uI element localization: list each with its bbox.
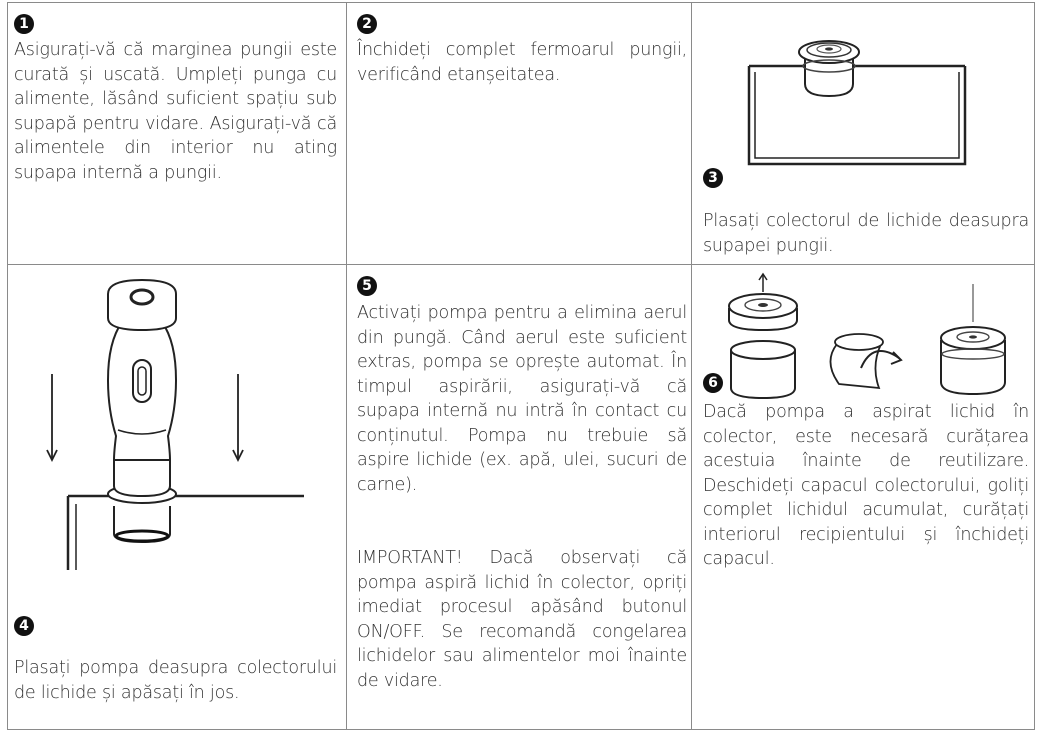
step-6-number: 6 xyxy=(703,373,723,393)
step-6-text: Dacă pompa a aspirat lichid în colector,… xyxy=(703,402,1029,569)
grid-line xyxy=(1034,2,1035,730)
collector-cleaning-illustration xyxy=(728,272,1006,400)
step-4-number: 4 xyxy=(14,616,34,636)
pump-on-collector-illustration xyxy=(46,278,304,570)
step-2-number: 2 xyxy=(357,14,377,34)
grid-line xyxy=(7,2,8,730)
step-5-important-text: IMPORTANT! Dacă observați că pompa aspir… xyxy=(357,548,687,691)
step-2-cell: 2 Închideți complet fermoarul pungii, ve… xyxy=(346,2,691,264)
grid-line xyxy=(7,264,1035,265)
step-5-text: Activați pompa pentru a elimina aerul di… xyxy=(357,303,687,495)
step-4-text: Plasați pompa deasupra colectorului de l… xyxy=(14,658,337,703)
step-3-text: Plasați colectorul de lichide deasupra s… xyxy=(703,211,1029,256)
step-5-number: 5 xyxy=(357,276,377,296)
instruction-grid: 1 Asigurați-vă că marginea pungii este c… xyxy=(7,2,1035,730)
step-4-cell: 4 Plasați pompa deasupra colectorului de… xyxy=(7,264,346,729)
step-3-cell: 3 Plasați colectorul de lichide deasupra… xyxy=(691,2,1034,264)
grid-line xyxy=(346,2,347,730)
step-5-cell: 5 Activați pompa pentru a elimina aerul … xyxy=(346,264,691,729)
grid-line xyxy=(7,2,1035,3)
step-1-cell: 1 Asigurați-vă că marginea pungii este c… xyxy=(7,2,346,264)
collector-on-bag-illustration xyxy=(747,40,967,166)
step-6-cell: 6 Dacă pompa a aspirat lichid în colecto… xyxy=(691,264,1034,729)
grid-line xyxy=(7,729,1035,730)
step-1-text: Asigurați-vă că marginea pungii este cur… xyxy=(14,40,337,183)
step-2-text: Închideți complet fermoarul pungii, veri… xyxy=(357,40,687,85)
step-3-number: 3 xyxy=(703,168,723,188)
grid-line xyxy=(691,2,692,730)
step-1-number: 1 xyxy=(14,14,34,34)
